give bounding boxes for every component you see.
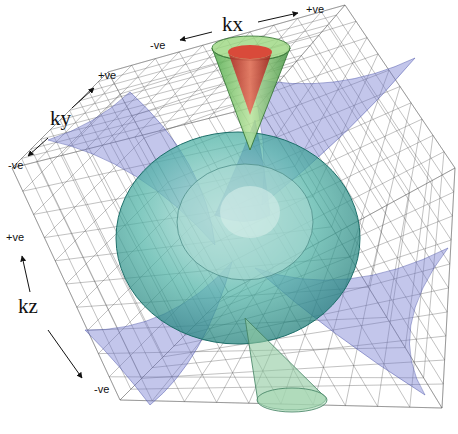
axis-label: kx — [222, 14, 243, 35]
grid-line — [368, 103, 411, 287]
axis-sign: +ve — [6, 232, 24, 243]
axis-label: ky — [50, 108, 71, 129]
grid-line — [12, 168, 120, 400]
grid-line — [442, 168, 455, 408]
torus-isosurface — [116, 132, 360, 344]
axis-sign: -ve — [94, 384, 109, 395]
axis-sign: -ve — [8, 160, 23, 171]
axis-sign: +ve — [306, 4, 324, 15]
cone-isosurface — [212, 36, 290, 150]
axis-arrows — [22, 13, 298, 378]
axis-sign: +ve — [98, 70, 116, 81]
cone-isosurface — [245, 318, 327, 412]
grid-line — [442, 168, 455, 408]
grid-line — [12, 168, 120, 400]
grid-line — [98, 15, 336, 82]
axis-label: kz — [18, 296, 38, 317]
wireframe-box — [12, 5, 455, 408]
axis-sign: -ve — [150, 40, 165, 51]
